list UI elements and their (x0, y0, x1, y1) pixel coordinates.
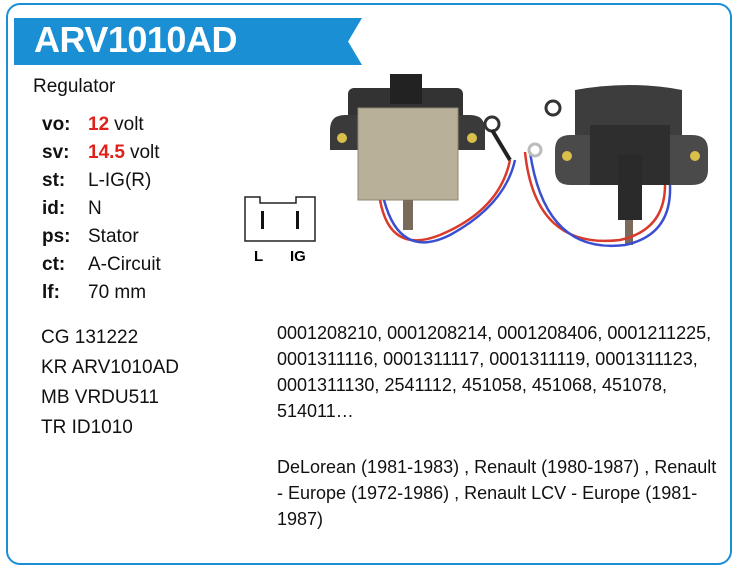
spec-key: ps: (42, 226, 71, 247)
spec-st: st: L-IG(R) (42, 170, 161, 198)
cross-ref: MB VRDU511 (41, 387, 159, 408)
spec-unit: volt (129, 142, 160, 163)
spec-value: A-Circuit (88, 254, 161, 275)
spec-value: 14.5 (88, 142, 125, 163)
spec-ps: ps: Stator (42, 226, 161, 254)
cross-reference-list: CG 131222 KR ARV1010AD MB VRDU511 TR ID1… (41, 323, 179, 443)
spec-key: id: (42, 198, 66, 219)
spec-value: N (88, 198, 102, 219)
spec-value: 70 mm (88, 282, 147, 303)
spec-unit: volt (114, 114, 144, 135)
vehicle-applications: DeLorean (1981-1983) , Renault (1980-198… (277, 457, 717, 529)
product-photo (330, 74, 708, 248)
spec-ct: ct: A-Circuit (42, 254, 161, 282)
spec-key: st: (42, 170, 66, 191)
spec-key: sv: (42, 142, 70, 163)
spec-key: vo: (42, 114, 71, 135)
product-card (6, 3, 732, 565)
oem-numbers: 0001208210, 0001208214, 0001208406, 0001… (277, 323, 712, 421)
connector-label-l: L (254, 248, 263, 265)
spec-value: 12 (88, 114, 110, 135)
product-title: ARV1010AD (34, 19, 237, 60)
connector-label-ig: IG (290, 248, 306, 265)
spec-id: id: N (42, 198, 161, 226)
spec-value: L-IG(R) (88, 170, 152, 191)
cross-ref: TR ID1010 (41, 417, 133, 438)
cross-ref: CG 131222 (41, 327, 139, 348)
spec-key: lf: (42, 282, 60, 303)
title-banner (14, 18, 362, 65)
cross-ref: KR ARV1010AD (41, 357, 180, 378)
spec-key: ct: (42, 254, 66, 275)
spec-value: Stator (88, 226, 139, 247)
spec-lf: lf: 70 mm (42, 282, 161, 310)
product-type: Regulator (33, 76, 116, 97)
connector-diagram: L IG (244, 196, 316, 265)
